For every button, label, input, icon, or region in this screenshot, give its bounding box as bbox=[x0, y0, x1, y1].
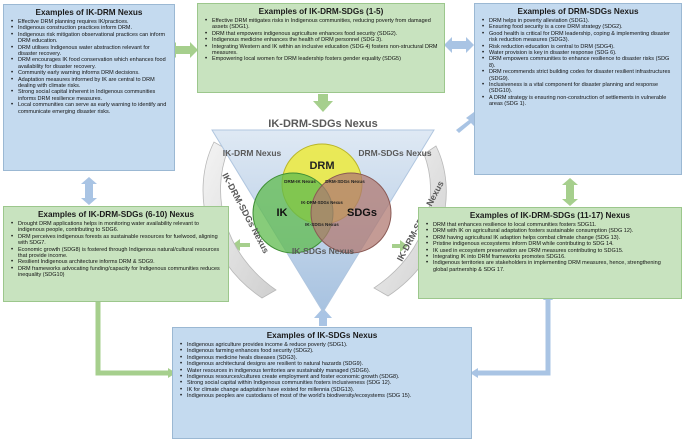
list-item: Good health is critical for DRM leadersh… bbox=[482, 31, 676, 44]
list-item: Empowering local women for DRM leadershi… bbox=[205, 56, 439, 63]
triangle-label-ik-drm: IK-DRM Nexus bbox=[223, 148, 282, 158]
list-item: IK for climate change adaptation have ex… bbox=[180, 387, 466, 394]
list-item: Integrating IK into DRM frameworks promo… bbox=[426, 254, 676, 261]
triangle-label-ik-sdgs: IK-SDGs Nexus bbox=[292, 246, 355, 256]
box-title: Examples of IK-DRM-SDGs (6-10) Nexus bbox=[37, 210, 195, 219]
circle-label-ik: IK bbox=[277, 207, 288, 219]
arrow-sdgs1117-to-iksdgs bbox=[474, 296, 551, 376]
list-item: Pristine indigenous ecosystems inform DR… bbox=[426, 241, 676, 248]
box-title: Examples of IK-SDGs Nexus bbox=[266, 331, 378, 340]
arrow-ikdrm-to-sdgs15 bbox=[168, 42, 198, 58]
list-item: Economic growth (SDG8) is fostered throu… bbox=[11, 247, 223, 260]
box-ik-drm-sdgs-1-5: Examples of IK-DRM-SDGs (1-5) Effective … bbox=[197, 3, 445, 93]
list-item: DRM utilises Indigenous water abstractio… bbox=[11, 45, 169, 58]
list-item: Indigenous architectural designs are res… bbox=[180, 361, 466, 368]
list-item: DRM empowers communities to enhance resi… bbox=[482, 56, 676, 69]
list-item: Local communities can serve as early war… bbox=[11, 102, 169, 115]
list-item: Risk reduction education is central to D… bbox=[482, 44, 676, 51]
list-item: DRM with IK on agricultural adaptation f… bbox=[426, 228, 676, 235]
box-drm-sdgs-nexus: Examples of DRM-SDGs Nexus DRM helps in … bbox=[474, 3, 682, 175]
list-item: Effective DRM planning requires IK/pract… bbox=[11, 19, 169, 26]
box-list: DRM that enhances resilience to local co… bbox=[424, 222, 676, 273]
arrow-sdgs610-to-iksdgs bbox=[95, 270, 172, 376]
list-item: Inclusiveness is a vital component for d… bbox=[482, 82, 676, 95]
list-item: Water resources in indigenous territorie… bbox=[180, 368, 466, 375]
circle-sdgs bbox=[310, 172, 392, 254]
list-item: DRM that enhances resilience to local co… bbox=[426, 222, 676, 229]
list-item: Strong social capital inherent in Indige… bbox=[11, 89, 169, 102]
list-item: Drought DRM applications helps in monito… bbox=[11, 221, 223, 234]
diagram-center-title: IK-DRM-SDGs Nexus bbox=[268, 118, 377, 130]
list-item: Indigenous medicine heals diseases (SDG3… bbox=[180, 355, 466, 362]
list-item: Strong social capital within Indigenous … bbox=[180, 380, 466, 387]
overlap-label-ik-sdgs: IK-SDGs Nexus bbox=[305, 222, 339, 227]
list-item: Indigenous resources/cultures create emp… bbox=[180, 374, 466, 381]
box-title: Examples of IK-DRM-SDGs (1-5) bbox=[258, 7, 384, 16]
overlap-label-center: IK-DRM-SDGs Nexus bbox=[301, 200, 343, 205]
circle-label-drm: DRM bbox=[309, 160, 334, 172]
arrow-sdgs1117-from-triangle bbox=[392, 240, 408, 252]
triangle-label-drm-sdgs: DRM-SDGs Nexus bbox=[358, 148, 431, 158]
list-item: Indigenous farming enhances food securit… bbox=[180, 348, 466, 355]
box-list: Drought DRM applications helps in monito… bbox=[9, 221, 223, 279]
box-ik-sdgs-nexus: Examples of IK-SDGs Nexus Indigenous agr… bbox=[172, 327, 472, 439]
arrow-drmsdgs-to-sdgs1117 bbox=[562, 178, 578, 206]
circle-label-sdgs: SDGs bbox=[347, 207, 377, 219]
list-item: DRM encourages IK food conservation whic… bbox=[11, 57, 169, 70]
list-item: Effective DRM mitigates risks in Indigen… bbox=[205, 18, 439, 31]
arrow-drmsdgs-to-triangle bbox=[456, 112, 474, 133]
box-ik-drm-sdgs-11-17: Examples of IK-DRM-SDGs (11-17) Nexus DR… bbox=[418, 207, 682, 299]
box-title: Examples of IK-DRM Nexus bbox=[35, 8, 143, 17]
list-item: Adaptation measures informed by IK are c… bbox=[11, 77, 169, 90]
list-item: Ensuring food security is a core DRM str… bbox=[482, 24, 676, 31]
list-item: DRM recommends strict building codes for… bbox=[482, 69, 676, 82]
box-ik-drm-nexus: Examples of IK-DRM Nexus Effective DRM p… bbox=[3, 4, 175, 171]
list-item: Integrating Western and IK within an inc… bbox=[205, 44, 439, 57]
list-item: Indigenous peoples are custodians of mos… bbox=[180, 393, 466, 400]
list-item: Indigenous construction practices inform… bbox=[11, 25, 169, 32]
list-item: Indigenous territories are stakeholders … bbox=[426, 260, 676, 273]
list-item: A DRM strategy is ensuring non-construct… bbox=[482, 95, 676, 108]
list-item: Water provision is key in disaster respo… bbox=[482, 50, 676, 57]
box-ik-drm-sdgs-6-10: Examples of IK-DRM-SDGs (6-10) Nexus Dro… bbox=[3, 206, 229, 302]
list-item: Resilient Indigenous architecture inform… bbox=[11, 259, 223, 266]
list-item: Indigenous medicine enhances the health … bbox=[205, 37, 439, 44]
list-item: Community early warning informs DRM deci… bbox=[11, 70, 169, 77]
overlap-label-drm-sdgs: DRM-SDGs Nexus bbox=[325, 179, 365, 184]
list-item: Indigenous agriculture provides income &… bbox=[180, 342, 466, 349]
list-item: IK used in ecosystem preservation are DR… bbox=[426, 248, 676, 255]
box-title: Examples of DRM-SDGs Nexus bbox=[517, 7, 639, 16]
arrow-sdgs15-down bbox=[313, 94, 333, 112]
overlap-label-drm-ik: DRM-IK Nexus bbox=[284, 179, 316, 184]
arrow-iksdgs-up bbox=[314, 308, 332, 326]
box-list: Indigenous agriculture provides income &… bbox=[178, 342, 466, 400]
list-item: DRM having agricultural IK adaption help… bbox=[426, 235, 676, 242]
arrow-ikdrm-to-sdgs610 bbox=[81, 177, 97, 205]
list-item: DRM perceives indigenous forests as sust… bbox=[11, 234, 223, 247]
list-item: Indigenous risk mitigation observational… bbox=[11, 32, 169, 45]
box-title: Examples of IK-DRM-SDGs (11-17) Nexus bbox=[469, 211, 631, 220]
list-item: DRM frameworks advocating funding/capaci… bbox=[11, 266, 223, 279]
box-list: DRM helps in poverty alleviation (SDG1).… bbox=[480, 18, 676, 108]
list-item: DRM helps in poverty alleviation (SDG1). bbox=[482, 18, 676, 25]
arrow-sdgs15-to-drmsdgs bbox=[444, 37, 474, 53]
list-item: DRM that empowers indigenous agriculture… bbox=[205, 31, 439, 38]
box-list: Effective DRM mitigates risks in Indigen… bbox=[203, 18, 439, 63]
box-list: Effective DRM planning requires IK/pract… bbox=[9, 19, 169, 115]
